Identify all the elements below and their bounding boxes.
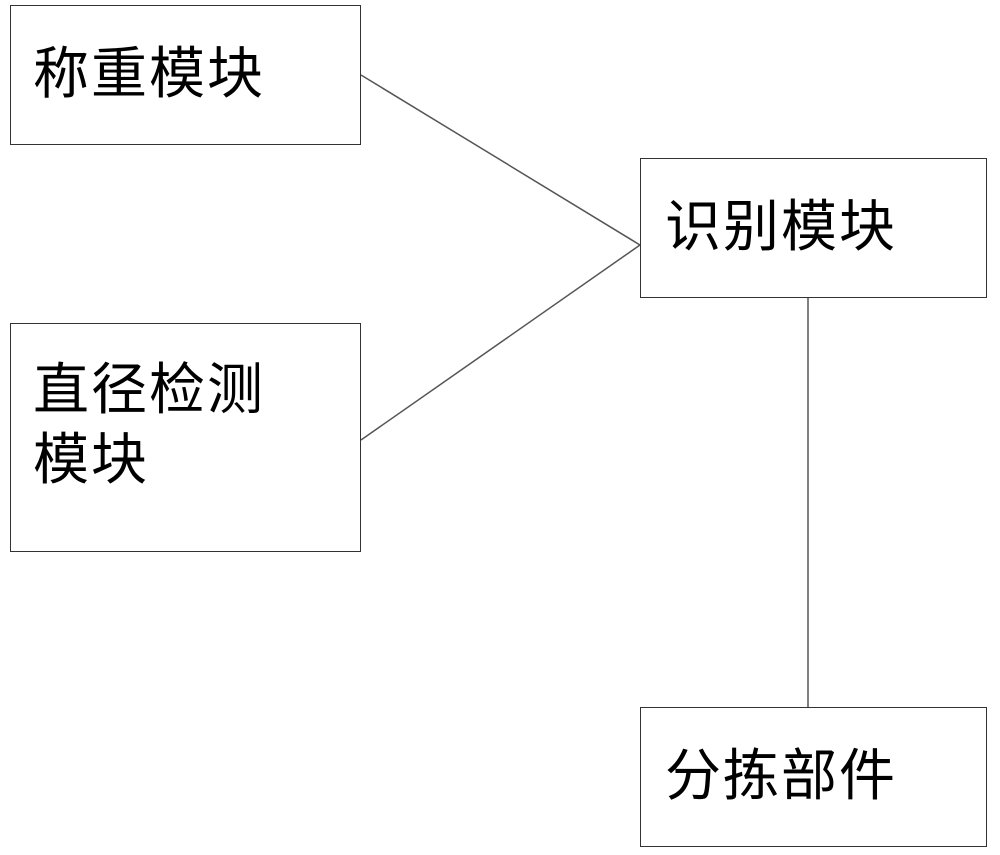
node-identification-module-label: 识别模块 [665,195,897,260]
node-weighing-module: 称重模块 [10,5,361,145]
node-sorting-component: 分拣部件 [640,707,987,847]
node-diameter-detection-module-label: 直径检测 模块 [33,358,265,493]
edge-diameter-to-identify [360,244,641,441]
node-diameter-detection-module: 直径检测 模块 [10,323,361,552]
edge-weigh-to-identify [360,74,641,246]
node-identification-module: 识别模块 [640,158,987,298]
node-weighing-module-label: 称重模块 [33,42,265,107]
node-sorting-component-label: 分拣部件 [665,744,897,809]
